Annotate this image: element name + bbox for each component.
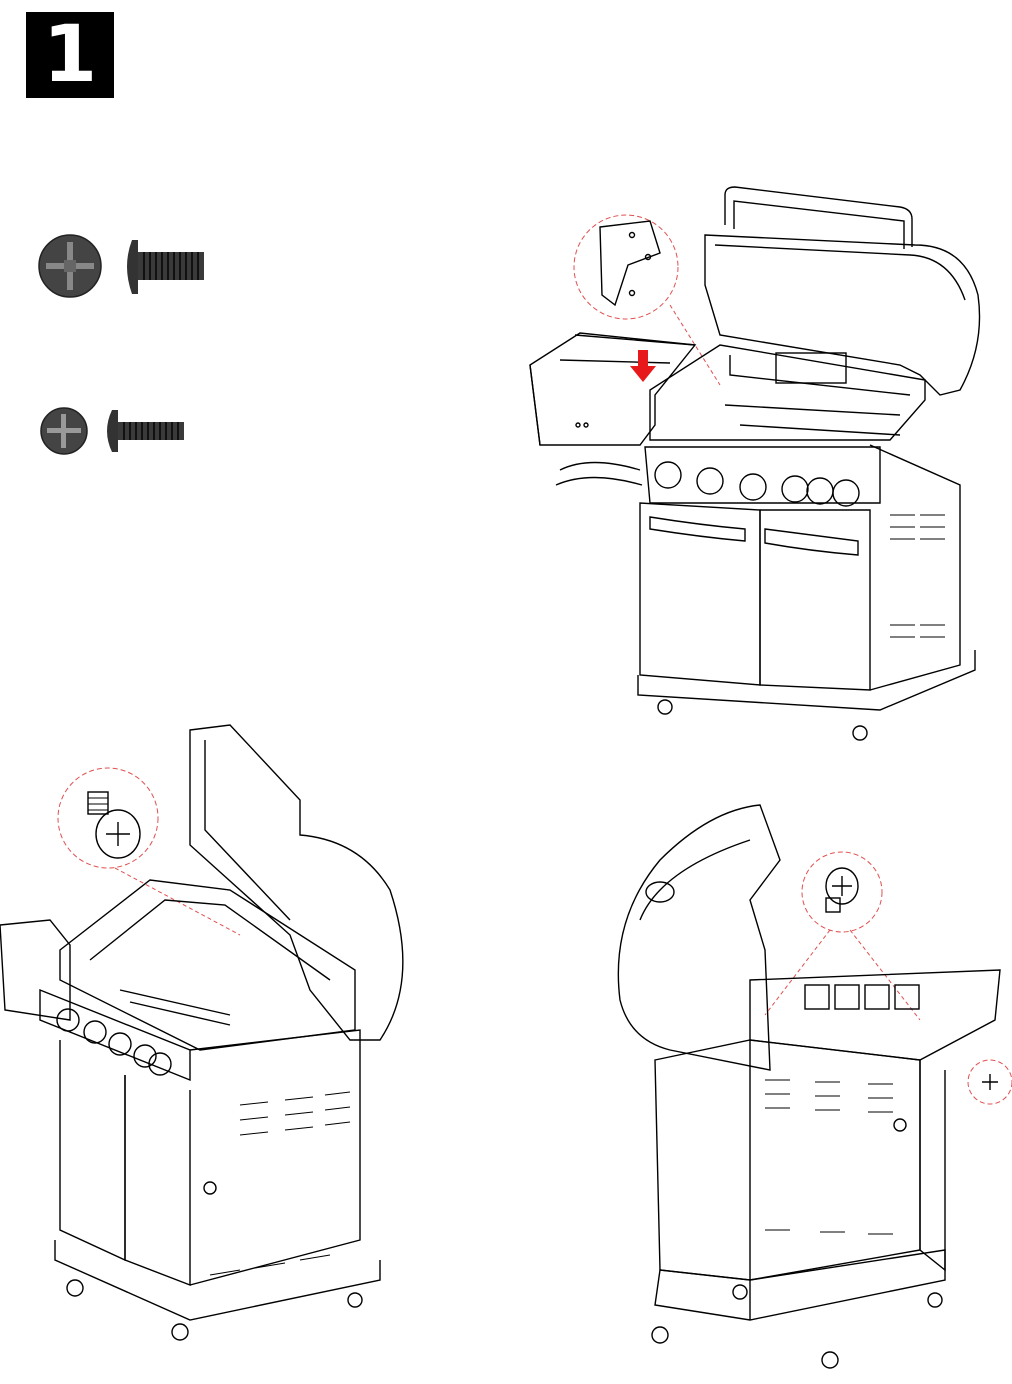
step-number-badge: 1 [26, 12, 114, 98]
grill-left-angle-view-figure [0, 720, 420, 1350]
detail-callout-circle [574, 215, 678, 319]
step-number: 1 [26, 12, 114, 98]
large-screw-part [38, 232, 208, 302]
screw-detail-icon [826, 868, 858, 912]
grill-rear-view-figure [600, 800, 1012, 1370]
grill-front-view-figure [520, 185, 990, 750]
phillips-head-icon [41, 408, 87, 454]
screw-detail-icon [88, 792, 140, 858]
small-screw-part [40, 404, 190, 458]
install-arrow-icon [630, 350, 656, 382]
phillips-head-icon [39, 235, 101, 297]
screw-side-view-icon [107, 410, 184, 452]
control-knob-icon [655, 462, 859, 506]
bolt-side-view-icon [127, 240, 204, 294]
side-shelf-icon [530, 333, 695, 445]
detail-callout-circle [58, 768, 158, 868]
lid-handle-icon [725, 187, 912, 249]
